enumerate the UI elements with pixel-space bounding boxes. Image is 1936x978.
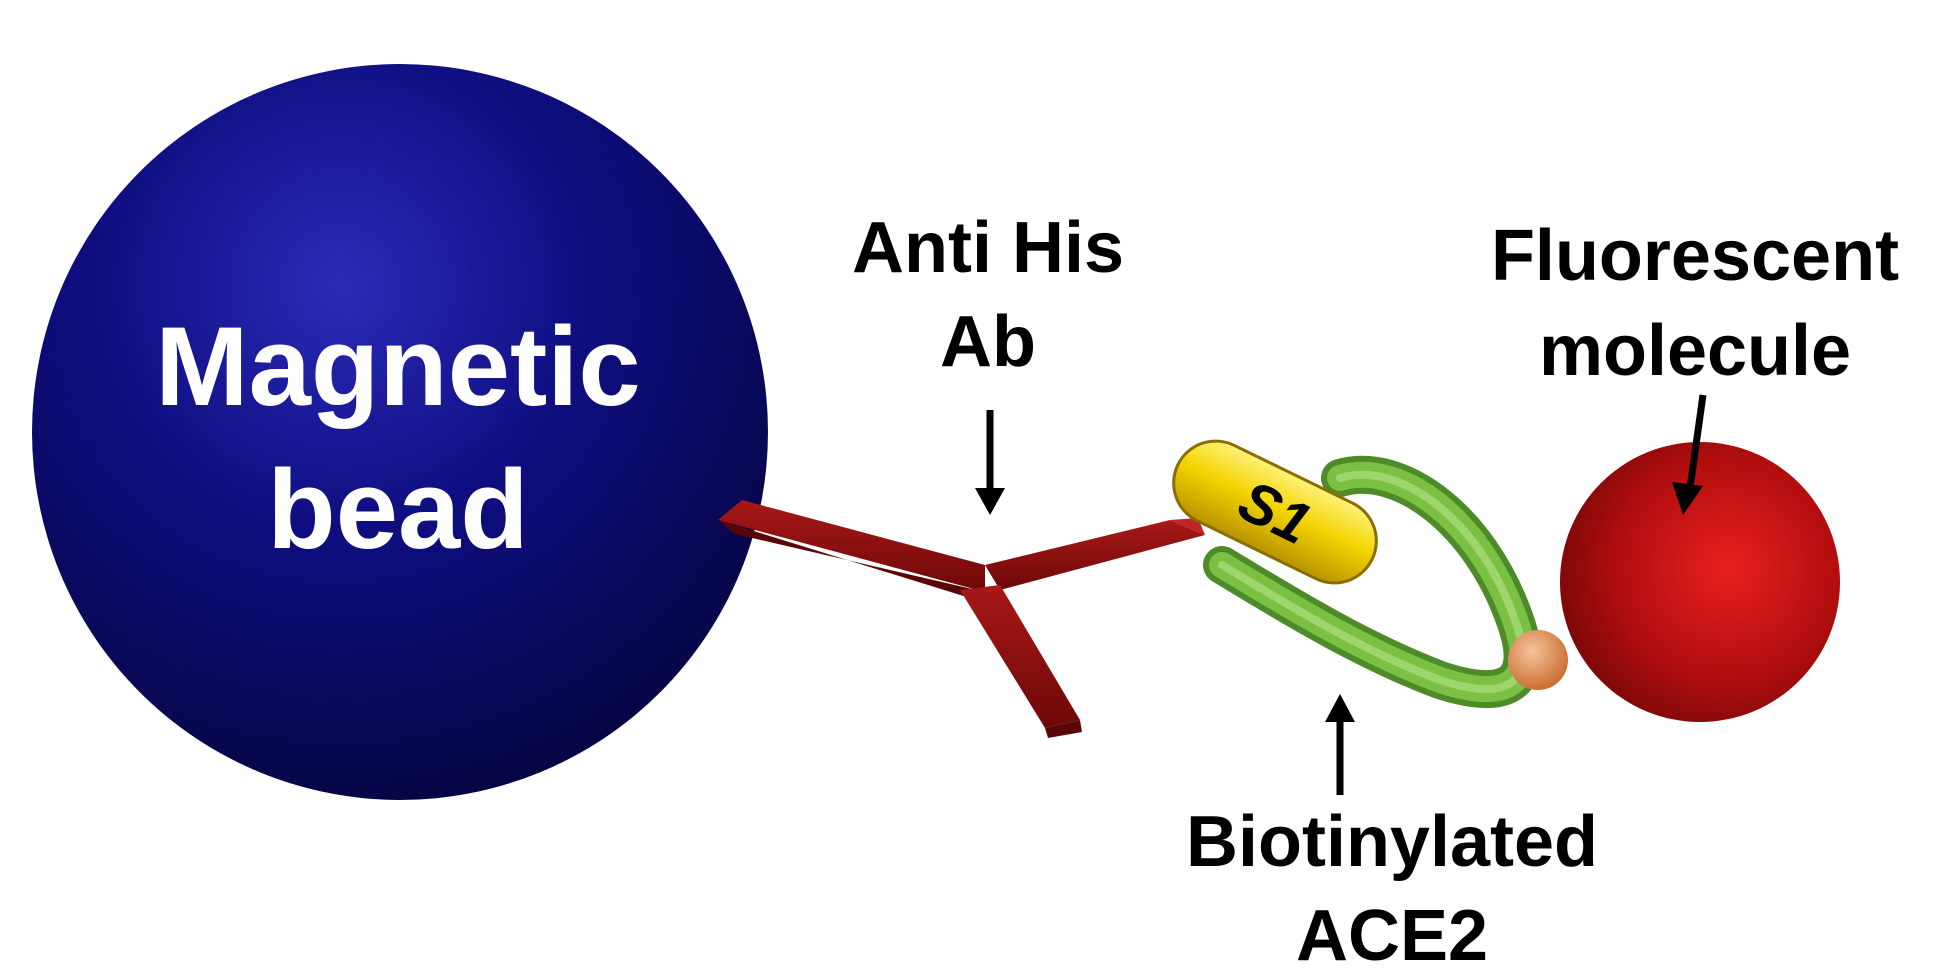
- ace2-label-line1: Biotinylated: [1186, 802, 1598, 882]
- biotin-sphere: [1508, 630, 1568, 690]
- ace2-shape: [1203, 455, 1542, 709]
- s1-capsule: S1: [1172, 439, 1378, 585]
- antibody-label-line1: Anti His: [852, 208, 1124, 288]
- fluor-label-line1: Fluorescent: [1491, 216, 1899, 296]
- bead-label-line1: Magnetic: [155, 304, 640, 429]
- antibody-arrow: [975, 410, 1005, 515]
- bead-label-line2: bead: [267, 447, 528, 572]
- fluor-label-line2: molecule: [1539, 311, 1851, 391]
- ace2-arrow: [1325, 694, 1355, 795]
- magnetic-bead: [32, 64, 768, 800]
- antibody-label-line2: Ab: [940, 302, 1036, 382]
- fluor-arrow: [1672, 394, 1707, 515]
- fluorescent-sphere: [1560, 442, 1840, 722]
- ace2-label-line2: ACE2: [1296, 896, 1488, 976]
- antibody-shape: [718, 500, 1205, 738]
